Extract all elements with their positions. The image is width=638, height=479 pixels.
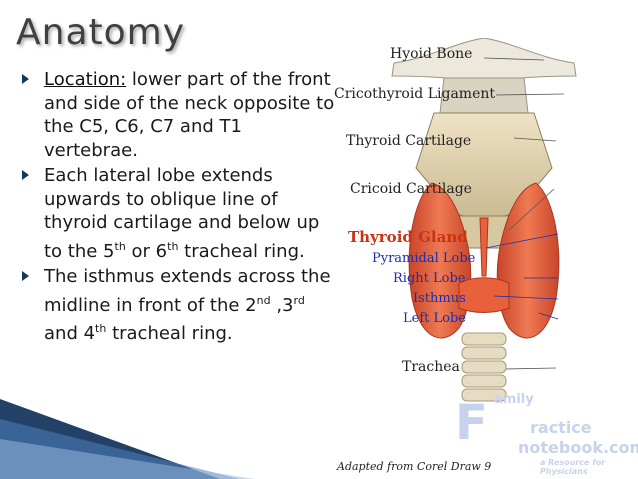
bullet-lateral-lobe: Each lateral lobe extends upwards to obl… (20, 164, 338, 263)
corner-decoration (0, 399, 255, 479)
bullet-text: or 6 (125, 240, 168, 262)
bullet-text: Each lateral lobe extends upwards to obl… (44, 165, 320, 262)
bullet-text: The isthmus extends across the midline i… (44, 266, 331, 316)
superscript: th (167, 239, 179, 253)
watermark-line1: amily (494, 392, 534, 407)
label-trachea: Trachea (402, 359, 460, 375)
bullet-text: tracheal ring. (106, 323, 233, 344)
location-text: lower part of the front and side of the … (44, 69, 335, 161)
superscript: th (95, 322, 107, 335)
figure-credit: Adapted from Corel Draw 9 (337, 460, 492, 473)
superscript: rd (293, 293, 305, 307)
label-right-lobe: Right Lobe (393, 271, 466, 286)
bullet-arrow-icon (22, 271, 29, 281)
slide-title: Anatomy (16, 12, 186, 53)
bullet-list: Location: lower part of the front and si… (20, 68, 338, 348)
bullet-arrow-icon (22, 170, 29, 180)
location-label: Location: (44, 69, 127, 90)
bullet-isthmus: The isthmus extends across the midline i… (20, 265, 338, 346)
superscript: th (114, 239, 126, 253)
label-thyroid-gland: Thyroid Gland (348, 228, 468, 246)
watermark-f-icon: F (455, 395, 488, 451)
thyroid-illustration (391, 38, 577, 402)
label-cricothyroid-ligament: Cricothyroid Ligament (334, 86, 495, 102)
bullet-text: tracheal ring. (178, 240, 305, 262)
bullet-text: ,3 (270, 294, 294, 316)
label-hyoid-bone: Hyoid Bone (390, 46, 473, 62)
bullet-arrow-icon (22, 74, 29, 84)
superscript: nd (256, 293, 271, 307)
watermark-line3: notebook.com (518, 438, 638, 457)
bullet-location: Location: lower part of the front and si… (20, 68, 338, 162)
label-left-lobe: Left Lobe (403, 311, 466, 326)
label-pyramidal-lobe: Pyramidal Lobe (372, 251, 476, 266)
label-cricoid-cartilage: Cricoid Cartilage (350, 181, 472, 197)
watermark-tagline: a Resource for Physicians (540, 458, 606, 476)
watermark-line2: ractice (530, 418, 592, 437)
bullet-text: and 4 (44, 323, 96, 344)
label-isthmus: Isthmus (413, 291, 466, 306)
label-thyroid-cartilage: Thyroid Cartilage (346, 133, 472, 149)
